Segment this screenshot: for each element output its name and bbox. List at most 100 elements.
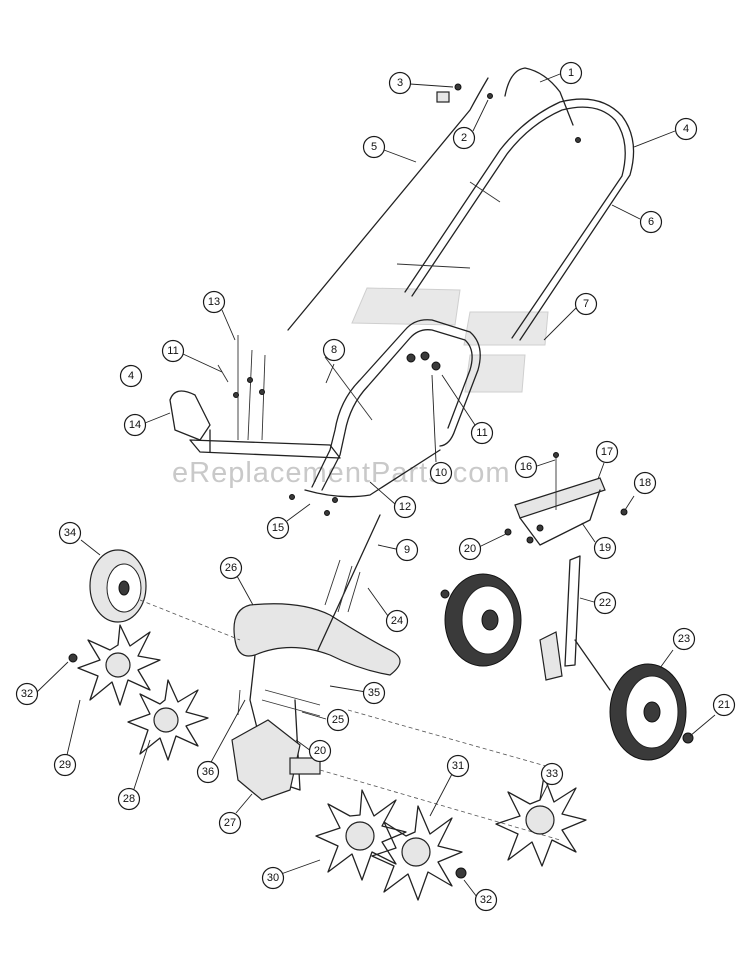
callout-36: 36: [196, 760, 220, 784]
svg-text:15: 15: [272, 522, 284, 534]
depth-stake: [539, 555, 611, 691]
callout-9: 9: [395, 538, 419, 562]
callout-33: 33: [540, 762, 564, 786]
svg-text:35: 35: [368, 687, 380, 699]
callout-26: 26: [219, 556, 243, 580]
svg-text:29: 29: [59, 759, 71, 771]
callout-23: 23: [672, 627, 696, 651]
callout-29: 29: [53, 753, 77, 777]
svg-text:12: 12: [399, 501, 411, 513]
svg-text:8: 8: [331, 344, 337, 356]
svg-text:9: 9: [404, 544, 410, 556]
gearbox: [231, 689, 321, 801]
svg-text:14: 14: [129, 419, 141, 431]
depth-bracket: [504, 452, 628, 546]
svg-text:20: 20: [314, 745, 326, 757]
callout-22: 22: [593, 591, 617, 615]
callout-31: 31: [446, 754, 470, 778]
callout-27: 27: [218, 811, 242, 835]
callout-4-handle: 4: [674, 117, 698, 141]
callout-32-right: 32: [474, 888, 498, 912]
svg-text:19: 19: [599, 542, 611, 554]
svg-text:11: 11: [167, 345, 178, 357]
callout-30: 30: [261, 866, 285, 890]
callout-28: 28: [117, 787, 141, 811]
callout-20-gearbox: 20: [308, 739, 332, 763]
callout-8: 8: [322, 338, 346, 362]
svg-text:11: 11: [476, 427, 487, 439]
callout-25: 25: [326, 708, 350, 732]
tine-31: [371, 805, 463, 901]
svg-text:5: 5: [371, 141, 377, 153]
callout-6: 6: [639, 210, 663, 234]
background-plates: [351, 287, 549, 393]
svg-text:25: 25: [332, 714, 344, 726]
svg-text:3: 3: [397, 77, 403, 89]
control-cable: [287, 67, 574, 331]
svg-text:28: 28: [123, 793, 135, 805]
svg-text:30: 30: [267, 872, 279, 884]
callout-15: 15: [266, 516, 290, 540]
front-wheel: [89, 549, 147, 623]
tine-30: [315, 789, 407, 881]
svg-text:18: 18: [639, 477, 651, 489]
callout-13: 13: [202, 290, 226, 314]
svg-text:33: 33: [546, 768, 558, 780]
assembly-axes: [139, 599, 561, 841]
lower-handle-frame: [304, 319, 481, 498]
callout-2: 2: [452, 126, 476, 150]
callout-1: 1: [559, 61, 583, 85]
svg-text:2: 2: [461, 132, 467, 144]
tine-33: [495, 775, 587, 867]
callout-20-bracket: 20: [458, 537, 482, 561]
svg-text:7: 7: [583, 298, 589, 310]
transport-wheel-right: [609, 663, 694, 761]
callout-16: 16: [514, 455, 538, 479]
callout-7: 7: [574, 292, 598, 316]
svg-text:16: 16: [520, 461, 532, 473]
svg-text:36: 36: [202, 766, 214, 778]
svg-text:23: 23: [678, 633, 690, 645]
left-handle-assembly: [169, 335, 341, 516]
svg-text:26: 26: [225, 562, 237, 574]
svg-text:32: 32: [21, 688, 33, 700]
transport-wheel-left: [440, 573, 522, 667]
watermark-text: eReplacementParts.com: [172, 457, 511, 489]
tine-29: [77, 624, 161, 706]
callout-10: 10: [429, 461, 453, 485]
svg-text:10: 10: [435, 467, 447, 479]
svg-text:34: 34: [64, 527, 76, 539]
svg-text:31: 31: [452, 760, 464, 772]
callout-5: 5: [362, 135, 386, 159]
svg-text:1: 1: [568, 67, 574, 79]
callout-34: 34: [58, 521, 82, 545]
callout-35: 35: [362, 681, 386, 705]
svg-text:6: 6: [648, 216, 654, 228]
svg-text:32: 32: [480, 894, 492, 906]
callout-24: 24: [385, 609, 409, 633]
callout-32-left: 32: [15, 682, 39, 706]
svg-text:4: 4: [683, 123, 689, 135]
svg-text:22: 22: [599, 597, 611, 609]
callout-11-left: 11: [161, 339, 185, 363]
callout-21: 21: [712, 693, 736, 717]
leader-lines: [36, 73, 716, 898]
svg-text:24: 24: [391, 615, 403, 627]
svg-text:13: 13: [208, 296, 220, 308]
callout-12: 12: [393, 495, 417, 519]
callout-4-left: 4: [119, 364, 143, 388]
callout-17: 17: [595, 440, 619, 464]
callout-14: 14: [123, 413, 147, 437]
svg-text:17: 17: [601, 446, 613, 458]
svg-text:21: 21: [718, 699, 730, 711]
callout-3: 3: [388, 71, 412, 95]
tine-28: [127, 679, 209, 761]
svg-text:20: 20: [464, 543, 476, 555]
callout-18: 18: [633, 471, 657, 495]
svg-text:4: 4: [128, 370, 134, 382]
callout-19: 19: [593, 536, 617, 560]
upper-handle: [396, 98, 635, 341]
svg-text:27: 27: [224, 817, 236, 829]
hairpin-clips: [68, 653, 467, 879]
